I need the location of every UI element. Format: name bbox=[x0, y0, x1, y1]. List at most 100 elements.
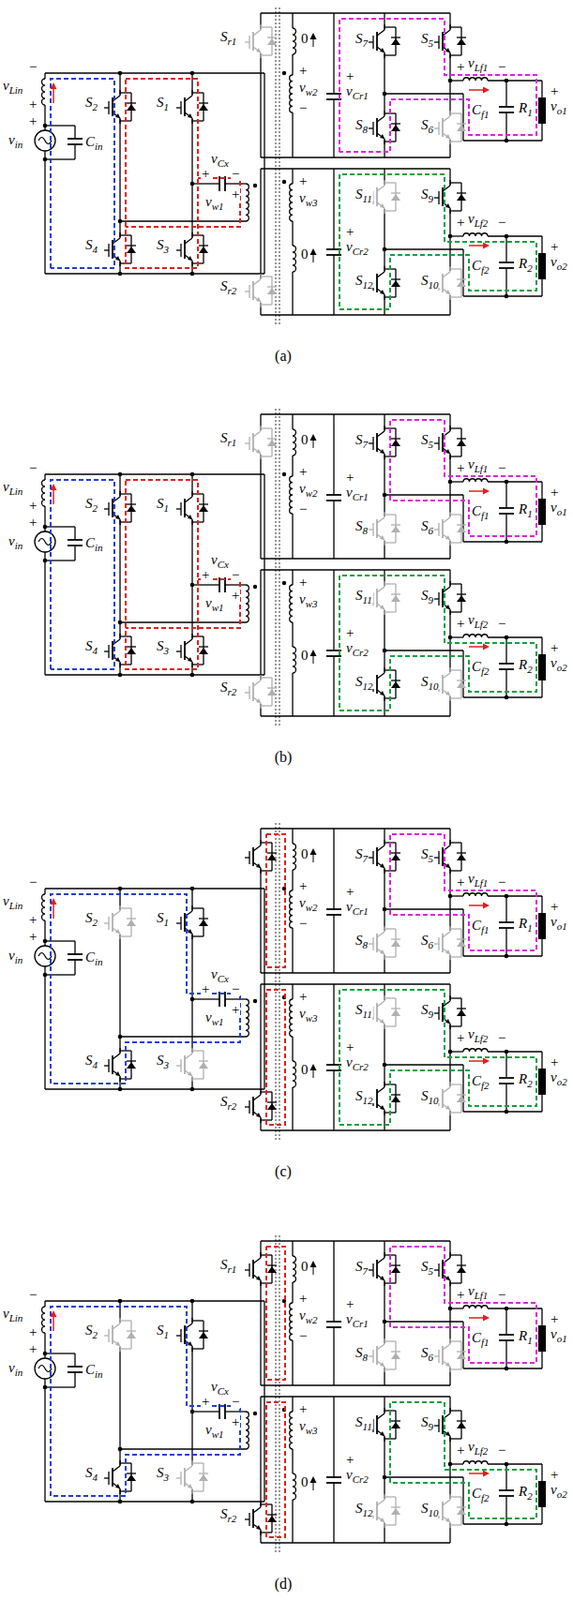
wire bbox=[126, 244, 136, 246]
circuit-label: Cf2 bbox=[470, 1074, 491, 1089]
circuit-label: − bbox=[230, 166, 241, 181]
wire bbox=[450, 112, 462, 114]
wire bbox=[376, 587, 385, 593]
wire bbox=[434, 41, 439, 43]
wire bbox=[184, 639, 193, 646]
circuit-label: S4 bbox=[84, 639, 99, 654]
wire bbox=[126, 503, 136, 505]
wire bbox=[332, 915, 334, 974]
circuit-label: + bbox=[345, 626, 355, 641]
symbol-subscript: 12 bbox=[362, 279, 374, 291]
wire bbox=[184, 238, 193, 244]
symbol-subscript: o2 bbox=[557, 260, 568, 272]
wire bbox=[45, 559, 76, 561]
wire bbox=[442, 1517, 451, 1523]
symbol-letter: v bbox=[205, 1010, 212, 1026]
wire bbox=[376, 1258, 385, 1265]
symbol-letter: C bbox=[471, 918, 482, 934]
wire bbox=[391, 122, 401, 124]
wire bbox=[333, 1396, 451, 1398]
wire bbox=[333, 167, 451, 169]
wire bbox=[450, 54, 462, 56]
wire bbox=[176, 1477, 181, 1479]
circuit-label: 0 bbox=[300, 648, 310, 664]
symbol-letter: S bbox=[421, 272, 429, 288]
wire bbox=[450, 842, 462, 844]
symbol-subscript: o1 bbox=[557, 920, 568, 933]
wire bbox=[368, 943, 374, 945]
symbol-subscript: 2 bbox=[92, 917, 99, 929]
circuit-label: S12 bbox=[354, 1089, 375, 1104]
symbol-letter: S bbox=[421, 1345, 429, 1361]
wire bbox=[450, 1112, 462, 1114]
circuit-label: − bbox=[497, 215, 507, 230]
wire bbox=[67, 539, 83, 542]
wire bbox=[376, 1361, 385, 1368]
wire bbox=[278, 823, 280, 1141]
circuit-label: vw1 bbox=[204, 596, 226, 611]
arrow-head bbox=[482, 488, 490, 496]
wire bbox=[274, 1236, 276, 1554]
symbol-subscript: 6 bbox=[428, 939, 435, 951]
symbol-letter: S bbox=[421, 432, 429, 448]
diode-symbol bbox=[126, 246, 136, 254]
wire bbox=[456, 1008, 467, 1010]
wire bbox=[263, 73, 265, 274]
junction-dot bbox=[118, 71, 123, 76]
symbol-subscript: r2 bbox=[227, 686, 238, 698]
symbol-letter: v bbox=[211, 150, 218, 166]
wire bbox=[291, 1500, 293, 1544]
symbol-letter: S bbox=[355, 674, 363, 690]
symbol-letter: S bbox=[156, 638, 165, 654]
circuit-label: S9 bbox=[420, 588, 435, 604]
symbol-letter: v bbox=[346, 83, 353, 99]
igbt-arrow bbox=[256, 1276, 261, 1282]
wire bbox=[384, 1438, 396, 1440]
circuit-label: − bbox=[497, 1031, 507, 1046]
symbol-letter: S bbox=[355, 1501, 363, 1517]
diode-symbol bbox=[267, 689, 277, 696]
circuit-label: + bbox=[28, 913, 38, 928]
igbt-arrow bbox=[115, 1071, 121, 1077]
symbol-letter: S bbox=[156, 237, 165, 253]
wire bbox=[462, 249, 464, 297]
symbol-letter: S bbox=[421, 117, 429, 133]
symbol-letter: S bbox=[421, 846, 429, 862]
wire bbox=[456, 593, 467, 595]
igbt-arrow bbox=[187, 1071, 193, 1077]
symbol-subscript: Lf2 bbox=[474, 1033, 489, 1045]
circuit-label: vCr2 bbox=[345, 1055, 370, 1071]
arrow-head bbox=[310, 434, 317, 441]
wire bbox=[376, 288, 385, 295]
wire bbox=[376, 30, 385, 36]
wire bbox=[384, 1282, 396, 1284]
symbol-subscript: in bbox=[15, 954, 24, 966]
circuit-label: + bbox=[345, 885, 355, 900]
junction-dot bbox=[43, 157, 48, 163]
wire bbox=[391, 437, 401, 439]
circuit-label: Cf1 bbox=[470, 919, 491, 934]
wire bbox=[260, 314, 334, 316]
symbol-letter: C bbox=[471, 1486, 482, 1502]
symbol-subscript: 2 bbox=[527, 262, 533, 274]
wire bbox=[112, 928, 121, 935]
wire bbox=[384, 248, 464, 250]
wire bbox=[120, 1348, 132, 1350]
diode-symbol bbox=[126, 1475, 136, 1482]
igbt-arrow bbox=[187, 657, 193, 663]
symbol-subscript: Lf1 bbox=[474, 463, 489, 475]
wire bbox=[450, 697, 462, 699]
circuit-label: + bbox=[28, 1342, 38, 1358]
wire bbox=[332, 984, 334, 1066]
diode-symbol bbox=[126, 919, 136, 927]
wire bbox=[333, 1542, 451, 1544]
wire bbox=[332, 99, 334, 158]
symbol-letter: v bbox=[550, 1482, 558, 1498]
wire bbox=[450, 296, 462, 298]
wire bbox=[463, 696, 543, 698]
junction-dot bbox=[504, 635, 510, 641]
symbol-subscript: w2 bbox=[305, 1314, 318, 1327]
wire bbox=[391, 1265, 401, 1267]
wire bbox=[498, 1490, 514, 1493]
